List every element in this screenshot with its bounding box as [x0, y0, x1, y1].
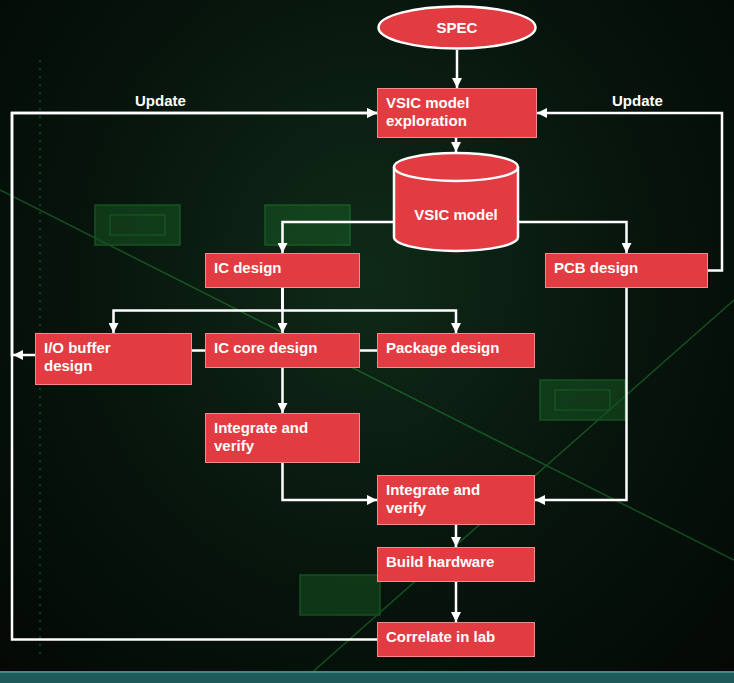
flow-arrow [192, 349, 205, 352]
bottom-band [0, 671, 734, 673]
process-box: IC design [205, 253, 360, 288]
node-text: SPEC [437, 19, 478, 37]
flow-arrow [535, 288, 627, 500]
resistor-symbol [300, 575, 380, 615]
flow-arrow [537, 113, 722, 271]
process-box: PCB design [545, 253, 708, 288]
arrow-head [13, 350, 23, 360]
process-box: I/O buffer design [35, 333, 192, 385]
node-text: Package design [386, 339, 526, 357]
flow-arrow [12, 113, 377, 640]
process-box: Package design [377, 333, 535, 368]
cylinder-body [394, 153, 518, 251]
wire [300, 300, 734, 683]
process-box: Integrate and verify [377, 475, 535, 525]
node-text: IC core design [214, 339, 351, 357]
process-box: IC core design [205, 333, 360, 368]
node-text: VSIC model exploration [386, 94, 506, 130]
bottom-band [0, 671, 734, 683]
node-text: Correlate in lab [386, 628, 526, 646]
cylinder-rim [394, 167, 518, 181]
edge-label: Update [612, 92, 663, 109]
wire [0, 190, 734, 560]
process-box: Correlate in lab [377, 622, 535, 657]
resistor-symbol [110, 215, 165, 235]
resistor-symbol [555, 390, 610, 410]
flow-arrow [283, 288, 457, 333]
flow-arrow [455, 525, 458, 547]
resistor-symbol [265, 205, 350, 245]
flow-arrow [283, 463, 378, 500]
flow-arrow [283, 222, 394, 253]
node-text: Integrate and verify [386, 481, 481, 517]
database-cylinder: VSIC model [393, 152, 519, 252]
cylinder-outline [393, 152, 519, 252]
terminal-ellipse: SPEC [377, 5, 537, 50]
flow-arrow [519, 222, 627, 253]
flow-arrow [456, 50, 459, 88]
process-box: VSIC model exploration [377, 88, 537, 138]
flow-arrow [114, 288, 283, 333]
node-text: IC design [214, 259, 351, 277]
flow-arrow [281, 368, 284, 413]
edge-label: Update [135, 92, 186, 109]
node-text: I/O buffer design [44, 339, 139, 375]
ellipse-outline [379, 7, 536, 49]
node-text: PCB design [554, 259, 699, 277]
resistor-symbol [95, 205, 180, 245]
node-text: Integrate and verify [214, 419, 309, 455]
node-text: Build hardware [386, 553, 526, 571]
process-box: Build hardware [377, 547, 535, 582]
resistor-symbol [540, 380, 625, 420]
flow-arrow [12, 113, 377, 355]
flow-arrow [455, 138, 458, 152]
flow-arrow [455, 582, 458, 622]
node-text: VSIC model [414, 180, 497, 224]
flow-arrow [360, 349, 377, 352]
process-box: Integrate and verify [205, 413, 360, 463]
